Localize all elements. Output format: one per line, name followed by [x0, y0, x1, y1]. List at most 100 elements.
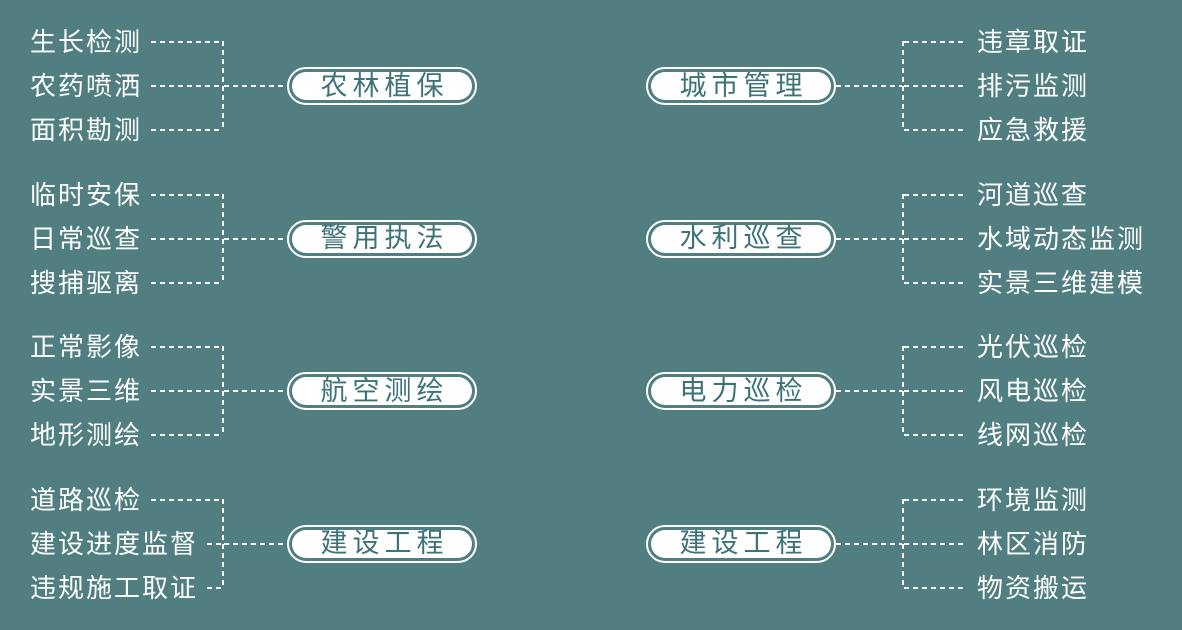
pill-face: 航空测绘 — [292, 375, 472, 406]
right-items-power-inspection: 光伏巡检 风电巡检 线网巡检 — [904, 325, 1089, 457]
pill-label: 水利巡查 — [679, 223, 808, 254]
item-label: 排污监测 — [977, 71, 1090, 102]
diagram-row-3: 正常影像 实景三维 地形测绘 航空测绘 电力巡检 光伏巡检 风电巡检 线网巡检 — [0, 325, 1182, 457]
list-item: 线网巡检 — [904, 413, 1089, 457]
dotted-connector — [836, 390, 902, 393]
dotted-line — [904, 237, 964, 240]
left-group-police: 临时安保 日常巡查 搜捕驱离 警用执法 — [30, 173, 477, 305]
dotted-connector — [224, 542, 287, 545]
dotted-line — [904, 193, 964, 196]
left-group-aerial-survey: 正常影像 实景三维 地形测绘 航空测绘 — [30, 325, 477, 457]
list-item: 建设进度监督 — [30, 522, 222, 566]
dotted-line — [207, 542, 222, 545]
right-group-water-inspection: 水利巡查 河道巡查 水域动态监测 实景三维建模 — [646, 173, 1145, 305]
item-label: 实景三维 — [30, 376, 143, 407]
bracket-line — [902, 41, 904, 132]
pill-face: 水利巡查 — [651, 223, 831, 254]
right-group-power-inspection: 电力巡检 光伏巡检 风电巡检 线网巡检 — [646, 325, 1089, 457]
diagram-row-1: 生长检测 农药喷洒 面积勘测 农林植保 城市管理 违章取证 排污监测 应急救援 — [0, 20, 1182, 152]
category-pill-police: 警用执法 — [287, 219, 477, 258]
bracket-line — [222, 41, 224, 132]
pill-face: 警用执法 — [292, 224, 472, 253]
list-item: 应急救援 — [904, 108, 1089, 152]
item-label: 河道巡查 — [977, 179, 1090, 210]
list-item: 违章取证 — [904, 20, 1089, 64]
list-item: 风电巡检 — [904, 369, 1089, 413]
bracket-line — [902, 346, 904, 437]
category-pill-construction-right: 建设工程 — [646, 524, 836, 563]
bracket-line — [222, 498, 224, 589]
category-pill-agriculture: 农林植保 — [287, 67, 477, 106]
item-label: 环境监测 — [977, 484, 1090, 515]
item-label: 地形测绘 — [30, 420, 143, 451]
dotted-line — [151, 281, 222, 284]
diagram-row-2: 临时安保 日常巡查 搜捕驱离 警用执法 水利巡查 河道巡查 水域动态监测 实景三… — [0, 173, 1182, 305]
dotted-line — [151, 434, 222, 437]
list-item: 环境监测 — [904, 478, 1089, 522]
dotted-line — [151, 346, 222, 349]
dotted-line — [151, 193, 222, 196]
right-items-water-inspection: 河道巡查 水域动态监测 实景三维建模 — [904, 173, 1145, 305]
list-item: 实景三维 — [30, 369, 222, 413]
dotted-line — [151, 85, 222, 88]
list-item: 光伏巡检 — [904, 325, 1089, 369]
bracket-line — [222, 346, 224, 437]
item-label: 面积勘测 — [30, 115, 143, 146]
category-pill-aerial-survey: 航空测绘 — [287, 372, 477, 411]
item-label: 建设进度监督 — [30, 528, 199, 559]
right-group-city-management: 城市管理 违章取证 排污监测 应急救援 — [646, 20, 1089, 152]
list-item: 农药喷洒 — [30, 64, 222, 108]
list-item: 实景三维建模 — [904, 261, 1145, 305]
dotted-line — [904, 281, 964, 284]
dotted-connector — [836, 542, 902, 545]
dotted-line — [904, 498, 964, 501]
category-pill-city-management: 城市管理 — [646, 67, 836, 106]
list-item: 日常巡查 — [30, 217, 222, 261]
dotted-line — [904, 41, 964, 44]
item-label: 农药喷洒 — [30, 71, 143, 102]
list-item: 搜捕驱离 — [30, 261, 222, 305]
left-group-agriculture: 生长检测 农药喷洒 面积勘测 农林植保 — [30, 20, 477, 152]
item-label: 风电巡检 — [977, 376, 1090, 407]
list-item: 地形测绘 — [30, 413, 222, 457]
left-group-construction: 道路巡检 建设进度监督 违规施工取证 建设工程 — [30, 478, 477, 610]
bracket-line — [222, 193, 224, 284]
left-items-agriculture: 生长检测 农药喷洒 面积勘测 — [30, 20, 222, 152]
dotted-line — [904, 129, 964, 132]
item-label: 搜捕驱离 — [30, 267, 143, 298]
pill-label: 建设工程 — [679, 528, 808, 559]
list-item: 河道巡查 — [904, 173, 1145, 217]
pill-label: 航空测绘 — [320, 375, 449, 406]
dotted-line — [904, 542, 964, 545]
item-label: 日常巡查 — [30, 223, 143, 254]
list-item: 违规施工取证 — [30, 566, 222, 610]
dotted-line — [904, 434, 964, 437]
pill-face: 电力巡检 — [651, 375, 831, 406]
list-item: 正常影像 — [30, 325, 222, 369]
dotted-connector — [224, 237, 287, 240]
dotted-line — [151, 237, 222, 240]
dotted-line — [151, 498, 222, 501]
list-item: 物资搬运 — [904, 566, 1089, 610]
item-label: 违规施工取证 — [30, 572, 199, 603]
dotted-line — [904, 586, 964, 589]
item-label: 林区消防 — [977, 528, 1090, 559]
pill-face: 城市管理 — [651, 72, 831, 101]
list-item: 排污监测 — [904, 64, 1089, 108]
dotted-line — [904, 390, 964, 393]
pill-face: 建设工程 — [292, 529, 472, 558]
dotted-line — [151, 390, 222, 393]
left-items-police: 临时安保 日常巡查 搜捕驱离 — [30, 173, 222, 305]
list-item: 面积勘测 — [30, 108, 222, 152]
category-pill-construction-left: 建设工程 — [287, 524, 477, 563]
pill-face: 建设工程 — [651, 528, 831, 559]
list-item: 道路巡检 — [30, 478, 222, 522]
pill-label: 电力巡检 — [679, 375, 808, 406]
item-label: 生长检测 — [30, 27, 143, 58]
item-label: 光伏巡检 — [977, 332, 1090, 363]
category-pill-water-inspection: 水利巡查 — [646, 219, 836, 258]
diagram-row-4: 道路巡检 建设进度监督 违规施工取证 建设工程 建设工程 环境监测 林区消防 物… — [0, 478, 1182, 610]
list-item: 临时安保 — [30, 173, 222, 217]
pill-face: 农林植保 — [292, 72, 472, 101]
